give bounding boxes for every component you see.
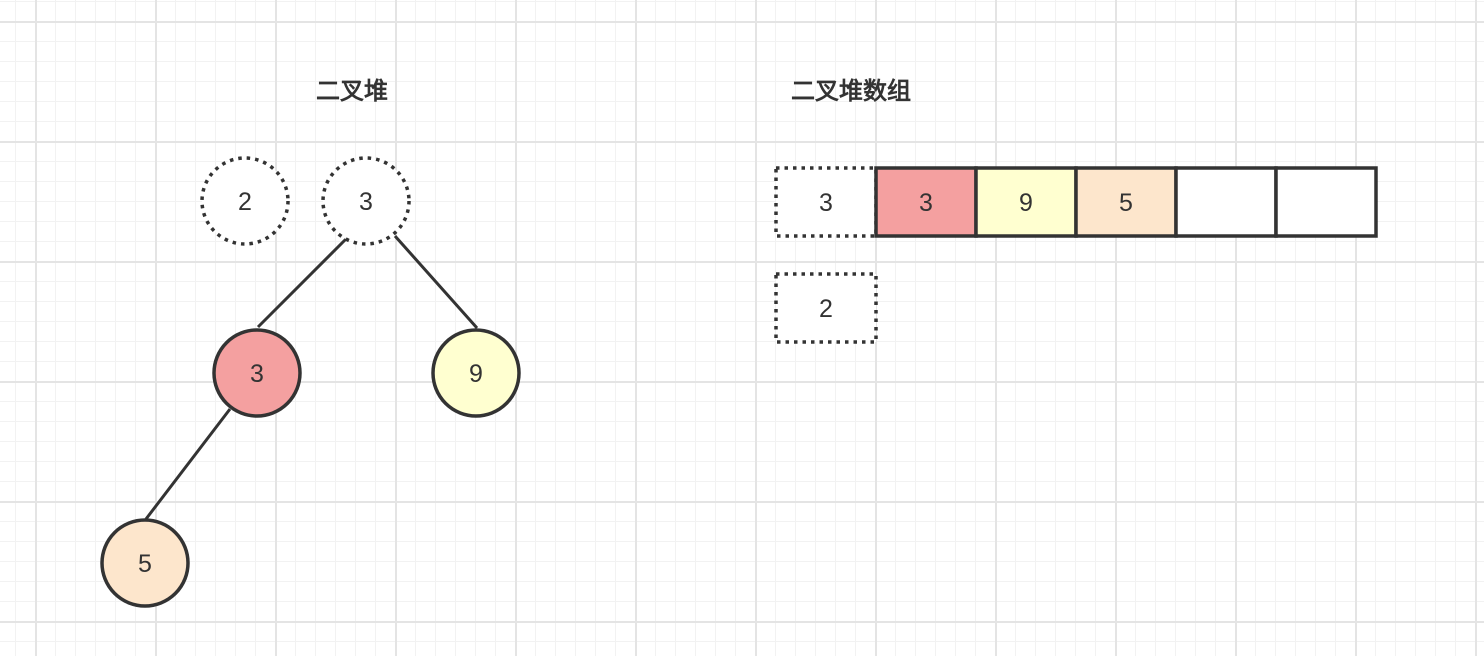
array-cell-0: 3 <box>874 166 978 238</box>
tree-node-temp-2: 2 <box>200 156 290 246</box>
array-cell-label: 5 <box>1119 189 1133 217</box>
array-cell-label: 9 <box>1019 189 1033 217</box>
tree-node-label: 5 <box>138 550 152 578</box>
tree-node-right-9: 9 <box>431 328 521 418</box>
array-title: 二叉堆数组 <box>791 77 911 105</box>
tree-node-temp-3: 3 <box>321 156 411 246</box>
tree-edge-root-right <box>393 235 479 329</box>
tree-edge-left-leaf <box>144 408 232 520</box>
tree-edge-root-left <box>256 236 349 329</box>
array-cell-label: 3 <box>819 189 833 217</box>
tree-node-label: 9 <box>469 360 483 388</box>
array-cell-4 <box>1274 166 1378 238</box>
array-cell-3 <box>1174 166 1278 238</box>
array-cell-label: 3 <box>919 189 933 217</box>
array-extra-label: 2 <box>819 295 833 323</box>
tree-node-leaf-5: 5 <box>100 518 190 608</box>
tree-node-left-3: 3 <box>212 328 302 418</box>
array-cell-2: 5 <box>1074 166 1178 238</box>
tree-node-label: 2 <box>238 188 252 216</box>
array-cell-1: 9 <box>974 166 1078 238</box>
tree-title: 二叉堆 <box>316 77 388 105</box>
array-cell-temp: 3 <box>774 166 878 238</box>
tree-node-label: 3 <box>359 188 373 216</box>
array-extra-cell: 2 <box>774 272 878 344</box>
tree-node-label: 3 <box>250 360 264 388</box>
